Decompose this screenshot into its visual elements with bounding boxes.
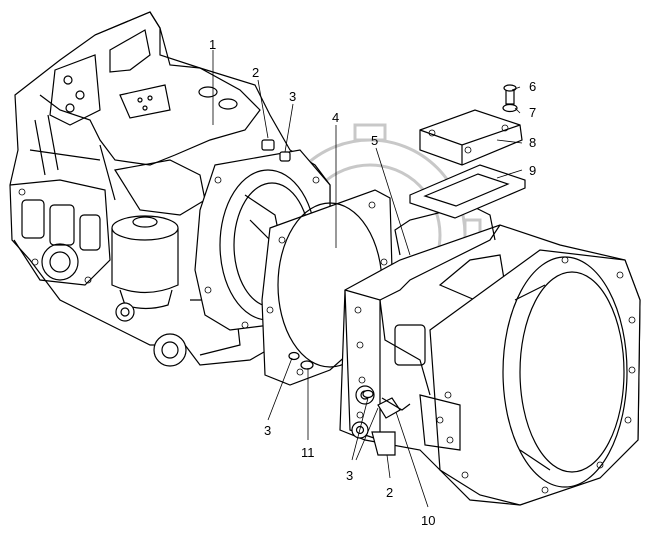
callout-7: 7 (529, 105, 536, 120)
callout-2-top: 2 (252, 65, 259, 80)
cover-plate (419, 109, 523, 166)
callout-8: 8 (529, 135, 536, 150)
callout-4: 4 (332, 110, 339, 125)
callout-10: 10 (421, 513, 435, 528)
dowel-pins-and-studs (288, 351, 411, 456)
callout-11: 11 (301, 445, 315, 460)
callout-3-bottom: 3 (346, 468, 353, 483)
cover-gasket (409, 164, 526, 219)
callout-1: 1 (209, 37, 216, 52)
rear-housing (339, 204, 641, 506)
callout-2-bottom: 2 (386, 485, 393, 500)
callout-3-top: 3 (289, 89, 296, 104)
oil-filter (111, 215, 179, 310)
callout-labels: 1 2 3 4 5 6 7 8 9 3 11 3 2 10 (209, 37, 536, 528)
callout-5: 5 (371, 133, 378, 148)
callout-9: 9 (529, 163, 536, 178)
leader-lines (212, 50, 523, 508)
callout-3-left: 3 (264, 423, 271, 438)
callout-6: 6 (529, 79, 536, 94)
